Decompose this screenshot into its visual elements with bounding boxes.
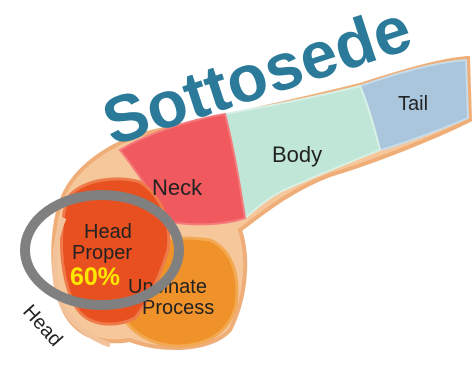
head-proper-label-line2: Proper [72,242,132,264]
body-label: Body [272,142,322,167]
uncinate-label-line2: Process [142,297,214,319]
head-proper-label-line1: Head [84,221,132,243]
head-bracket-label: Head [18,301,66,351]
tail-label: Tail [398,93,428,115]
percent-label: 60% [70,263,120,291]
neck-label: Neck [152,175,203,200]
